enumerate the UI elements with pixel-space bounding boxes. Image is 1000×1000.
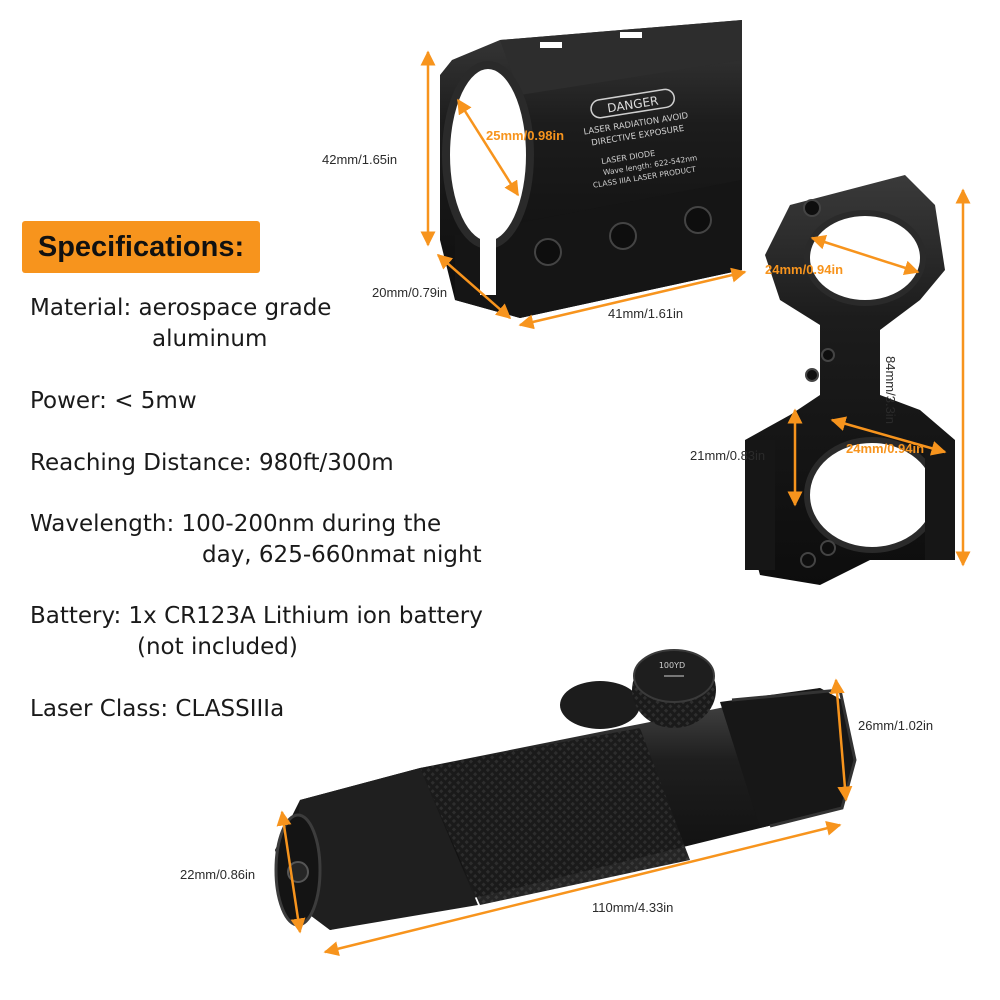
spec-material: Material: aerospace grade aluminum xyxy=(30,293,331,355)
spec-distance: Reaching Distance: 980ft/300m xyxy=(30,448,394,479)
knob-label: 100YD xyxy=(659,661,685,670)
ring-screw-icon xyxy=(821,348,835,362)
ring-bottom-bore-arrow xyxy=(830,416,947,456)
mount-width-arrow xyxy=(518,267,747,330)
laser-head-label: 26mm/1.02in xyxy=(858,718,934,733)
laser-tail-arrow xyxy=(276,810,306,934)
spec-label: Laser Class: xyxy=(30,696,169,722)
ring-screw-icon xyxy=(805,368,819,382)
spec-wavelength: Wavelength: 100-200nm during the day, 62… xyxy=(30,509,482,571)
spec-value: aluminum xyxy=(152,326,268,352)
ring-screw-icon xyxy=(820,540,836,556)
spec-label: Battery: xyxy=(30,603,122,629)
mount-screw-icon xyxy=(534,238,562,266)
laser-tail-label: 22mm/0.86in xyxy=(180,867,256,882)
laser-length-arrow xyxy=(323,820,842,957)
ring-top-bore-arrow xyxy=(810,234,920,276)
mount-screw-icon xyxy=(684,206,712,234)
laser-length-label: 110mm/4.33in xyxy=(592,900,674,915)
mount-screw-icon xyxy=(609,222,637,250)
spec-value: (not included) xyxy=(137,634,298,660)
laser-head-arrow xyxy=(829,678,853,802)
spec-value: 980ft/300m xyxy=(258,450,394,476)
mount-bore-arrow xyxy=(456,98,520,197)
spec-value: CLASSIIIa xyxy=(175,696,285,722)
spec-value: aerospace grade xyxy=(138,295,332,321)
mount-width-label: 41mm/1.61in xyxy=(608,306,684,321)
spec-label: Material: xyxy=(30,295,132,321)
mount-depth-arrow xyxy=(436,254,512,319)
ring-bottom-bore-label: 24mm/0.94in xyxy=(846,441,925,456)
elevation-knob: 100YD xyxy=(632,649,716,728)
spec-label: Reaching Distance: xyxy=(30,450,252,476)
spec-label: Power: xyxy=(30,388,107,414)
ring-top-bore-label: 24mm/0.94in xyxy=(765,262,844,277)
ring-rail-label: 21mm/0.83in xyxy=(690,448,766,463)
specifications-heading: Specifications: xyxy=(37,230,245,263)
mount-depth-label: 20mm/0.79in xyxy=(372,285,448,300)
ring-height-label: 84mm/3.3in xyxy=(883,356,898,424)
laser-sight: 100YD xyxy=(274,649,857,934)
mount-bore-label: 25mm/0.98in xyxy=(486,128,565,143)
ring-screw-icon xyxy=(803,199,821,217)
ring-screw-icon xyxy=(800,552,816,568)
scope-ring xyxy=(745,175,955,585)
mount-height-label: 42mm/1.65in xyxy=(322,152,398,167)
spec-value: 100-200nm during the xyxy=(181,511,442,537)
spec-value: < 5mw xyxy=(114,388,197,414)
spec-label: Wavelength: xyxy=(30,511,175,537)
spec-value: day, 625-660nmat night xyxy=(202,542,482,568)
spec-value: 1x CR123A Lithium ion battery xyxy=(128,603,483,629)
spec-laser-class: Laser Class: CLASSIIIa xyxy=(30,694,284,725)
spec-power: Power: < 5mw xyxy=(30,386,197,417)
laser-mount: DANGER LASER RADIATION AVOID DIRECTIVE E… xyxy=(440,20,742,318)
spec-battery: Battery: 1x CR123A Lithium ion battery (… xyxy=(30,601,483,663)
specifications-badge: Specifications: xyxy=(22,221,260,273)
